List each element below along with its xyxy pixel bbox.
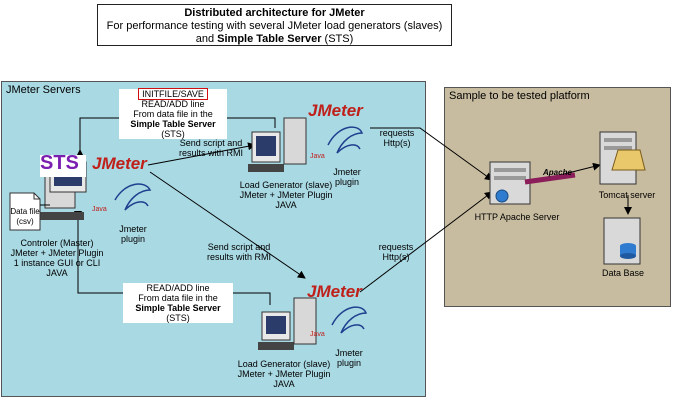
data-file-icon — [9, 192, 50, 231]
tomcat-label: Tomcat server — [598, 190, 656, 200]
database-icon — [603, 217, 641, 265]
jmeter-plugin-icon-top — [327, 126, 364, 154]
sts-logo: STS — [40, 152, 79, 174]
apache-server-icon — [489, 161, 576, 205]
sample-platform-panel: Sample to be tested platform — [444, 87, 671, 307]
java-logo-top: Java — [310, 153, 325, 160]
load-generator-top-label: Load Generator (slave)JMeter + JMeter Pl… — [239, 180, 333, 210]
requests-line-top — [370, 127, 493, 181]
tomcat-server-icon — [599, 131, 646, 185]
rmi-line-top — [147, 142, 256, 166]
diagram-subtitle: For performance testing with several JMe… — [106, 20, 443, 32]
jmeter-logo-controller: JMeter — [92, 154, 147, 173]
database-label: Data Base — [601, 268, 645, 278]
sample-platform-title: Sample to be tested platform — [449, 90, 590, 102]
rmi-line-bottom — [149, 171, 306, 279]
load-generator-top-icon — [248, 117, 307, 172]
jmeter-logo-bottom: JMeter — [307, 282, 362, 301]
http-server-label: HTTP Apache Server — [474, 212, 560, 222]
java-logo-bottom: Java — [310, 331, 325, 338]
diagram-title: Distributed architecture for JMeter — [184, 7, 365, 19]
apache-logo: Apache — [543, 168, 572, 177]
load-generator-bottom-icon — [258, 297, 317, 350]
diagram-subtitle-line3: and Simple Table Server (STS) — [195, 33, 354, 45]
sts-logo-icon — [40, 155, 86, 177]
load-generator-bottom-label: Load Generator (slave)JMeter + JMeter Pl… — [237, 359, 331, 389]
initfile-badge: INITFILE/SAVE — [138, 88, 208, 100]
requests-line-bottom — [359, 191, 493, 293]
sts-top-label: INITFILE/SAVE READ/ADD line From data fi… — [119, 88, 227, 139]
data-file-label: Data file(csv) — [10, 207, 40, 226]
java-logo-controller: Java — [92, 206, 107, 213]
jmeter-logo-top: JMeter — [308, 101, 363, 120]
sts-bottom-label: READ/ADD line From data file in the Simp… — [123, 283, 233, 323]
jmeter-servers-title: JMeter Servers — [6, 84, 81, 96]
diagram-title-box: Distributed architecture for JMeter For … — [97, 4, 452, 46]
jmeter-plugin-icon-bottom — [331, 306, 368, 334]
jmeter-plugin-icon-left — [114, 183, 152, 211]
controller-label: Controler (Master) JMeter + JMeter Plugi… — [10, 238, 104, 278]
